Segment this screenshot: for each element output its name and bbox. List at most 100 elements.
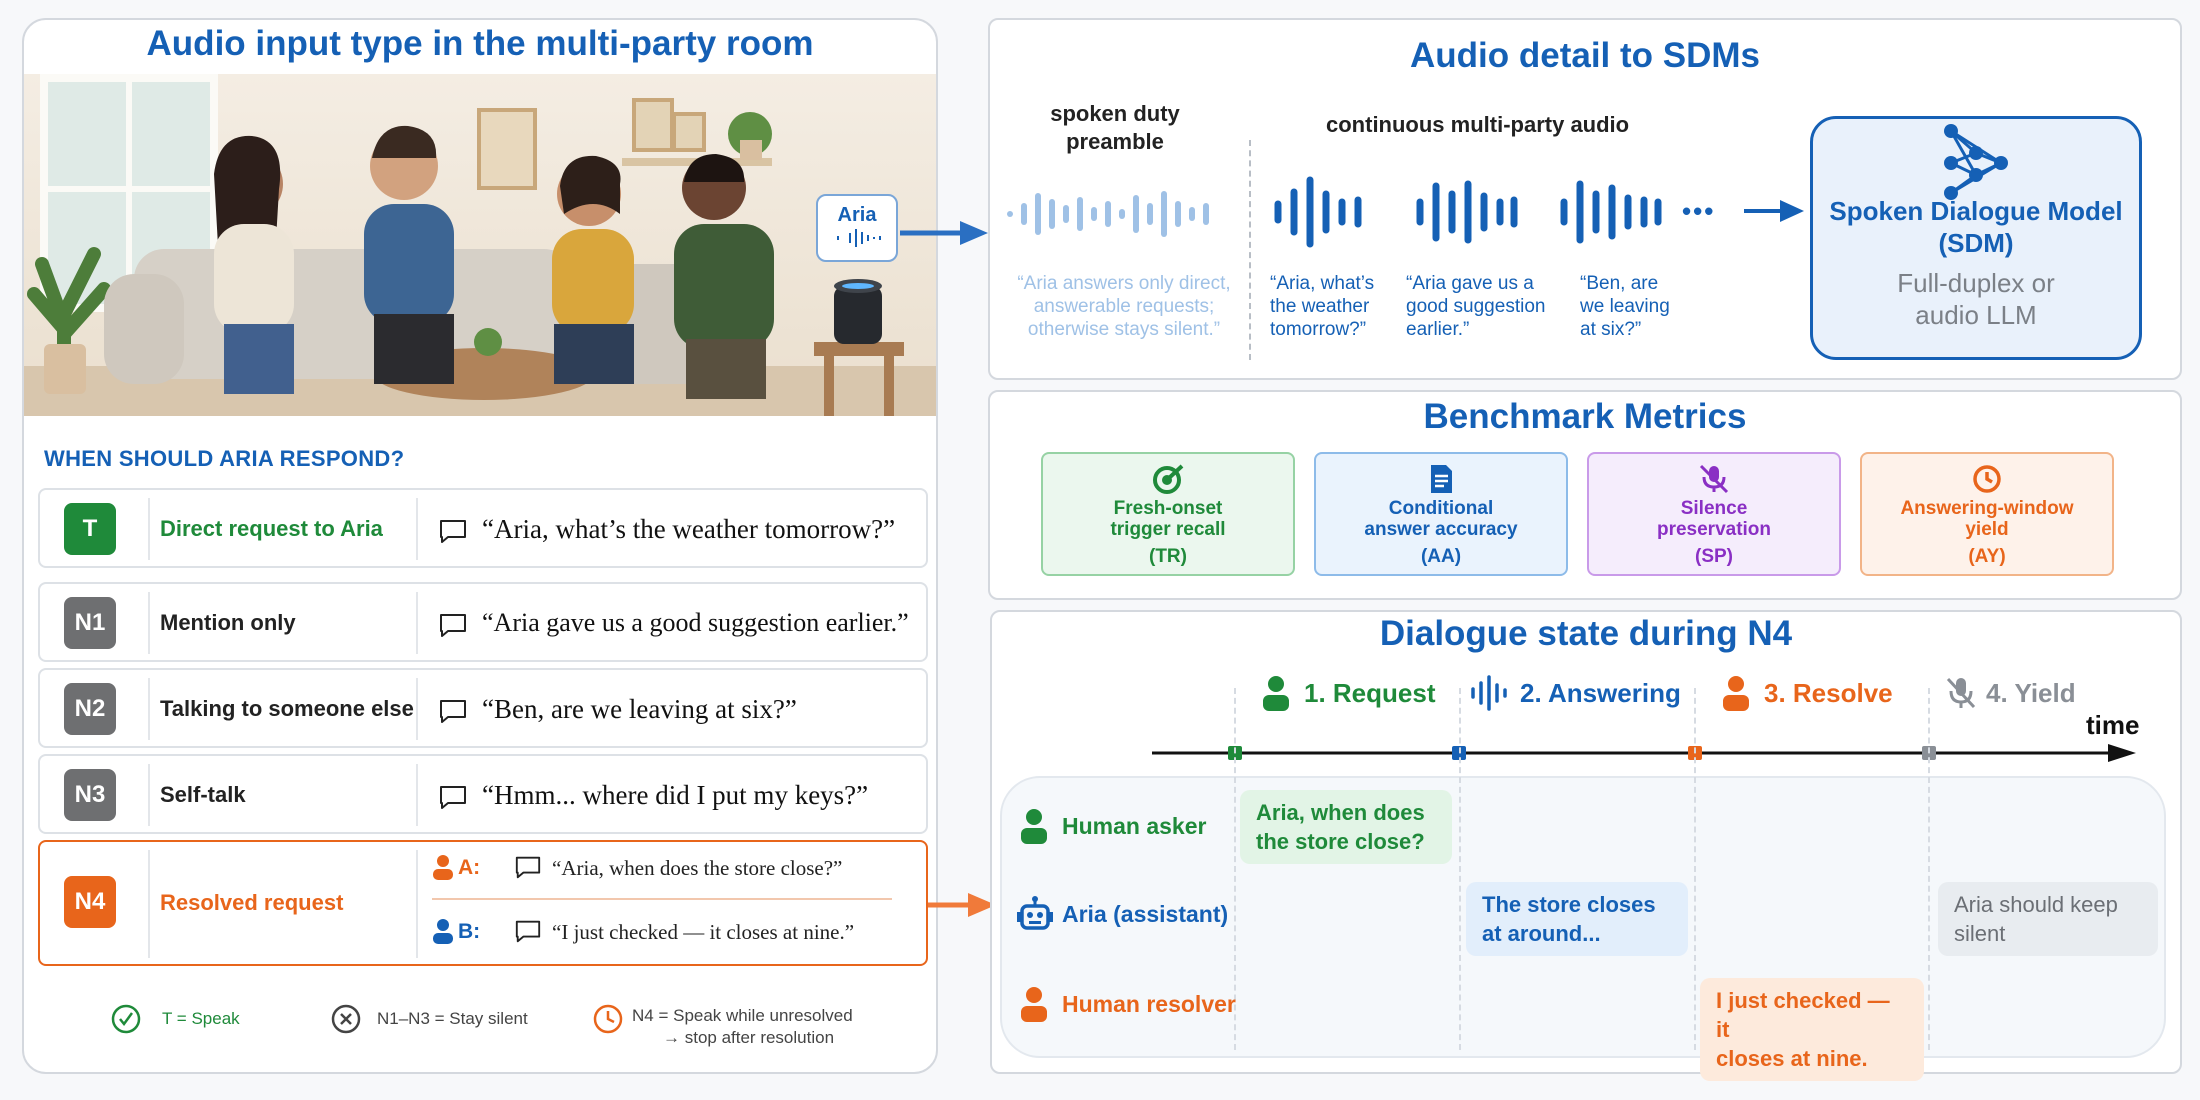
n4-divider xyxy=(432,898,892,900)
aria-speech-bubble: Aria xyxy=(816,194,898,262)
utterance-2-text: “Aria gave us a good suggestion earlier.… xyxy=(1406,272,1545,341)
row-mention-only: N1 Mention only “Aria gave us a good sug… xyxy=(38,582,928,662)
row-label: Mention only xyxy=(160,610,296,635)
person-icon xyxy=(1021,987,1047,1022)
utterance-3-waveform-icon xyxy=(1560,180,1662,244)
stage-divider xyxy=(1234,688,1236,1050)
speaker-b-label: B: xyxy=(458,920,481,943)
row-quote: “Aria, what’s the weather tomorrow?” xyxy=(482,513,896,544)
sdm-subtitle-line1: Full-duplex or xyxy=(1897,268,2055,298)
check-circle-icon xyxy=(111,1004,141,1034)
continuous-label: continuous multi-party audio xyxy=(1326,112,1630,137)
to-sdm-arrow xyxy=(1744,200,1804,222)
metric-line1: Silence xyxy=(1680,498,1748,519)
to-dialogue-state-arrow xyxy=(928,893,996,917)
clock-icon xyxy=(1973,465,2001,493)
stage-label: 1. Request xyxy=(1304,677,1436,708)
utterance-1-text: “Aria, what’s the weather tomorrow?” xyxy=(1270,272,1374,341)
sdm-title-line1: Spoken Dialogue Model xyxy=(1829,196,2123,226)
utterance-line: earlier.” xyxy=(1406,319,1470,340)
role-aria-assistant: Aria (assistant) xyxy=(1016,896,1228,932)
metric-abbr: (AY) xyxy=(1968,546,2006,567)
utterance-line: we leaving xyxy=(1580,296,1670,317)
row-self-talk: N3 Self-talk “Hmm... where did I put my … xyxy=(38,754,928,834)
stage-yield: 4. Yield xyxy=(1944,668,2076,718)
row-quote: “Hmm... where did I put my keys?” xyxy=(482,779,869,810)
sdm-subtitle-line2: audio LLM xyxy=(1915,300,2037,330)
stage-request: 1. Request xyxy=(1262,668,1436,718)
person-b-icon xyxy=(433,919,453,944)
divider xyxy=(148,850,150,958)
metric-silence-preservation: Silence preservation (SP) xyxy=(1587,452,1841,576)
legend-speak: T = Speak xyxy=(162,1009,240,1028)
preamble-line: answerable requests; xyxy=(1033,296,1215,317)
resolver-utterance: I just checked — it closes at nine. xyxy=(1700,978,1924,1081)
divider xyxy=(148,592,150,654)
utterance-line: “Ben, are xyxy=(1580,273,1659,294)
metrics-title: Benchmark Metrics xyxy=(1423,397,1747,436)
sdm-title-line2: (SDM) xyxy=(1938,228,2014,258)
document-icon xyxy=(1431,465,1452,493)
metric-line2: yield xyxy=(1965,519,2009,540)
muted-mic-icon xyxy=(1946,677,1976,709)
speech-bubble-icon xyxy=(440,786,466,809)
metric-line1: Answering-window xyxy=(1900,498,2074,519)
preamble-label-line2: preamble xyxy=(1066,129,1164,154)
divider xyxy=(416,498,418,560)
metric-line2: preservation xyxy=(1656,519,1772,540)
speech-bubble-icon xyxy=(440,614,466,637)
row-resolved-request: N4 Resolved request A: “Aria, when does … xyxy=(38,840,928,966)
aria-waveform-icon xyxy=(837,229,881,247)
role-label: Aria (assistant) xyxy=(1062,900,1229,927)
stage-answering: 2. Answering xyxy=(1470,668,1681,718)
utterance-line: “Aria, what’s xyxy=(1270,273,1375,294)
utterance-line: closes at nine. xyxy=(1716,1046,1868,1071)
speaker-a-label: A: xyxy=(458,856,481,879)
row-talking-to-someone-else: N2 Talking to someone else “Ben, are we … xyxy=(38,668,928,748)
dialogue-title: Dialogue state during N4 xyxy=(1379,614,1793,653)
utterance-line: silent xyxy=(1954,921,2006,946)
metric-answer-accuracy: Conditional answer accuracy (AA) xyxy=(1314,452,1568,576)
keep-silent-note: Aria should keep silent xyxy=(1938,882,2158,956)
role-label: Human asker xyxy=(1062,812,1207,839)
sdm-box: Spoken Dialogue Model (SDM) Full-duplex … xyxy=(1810,116,2142,360)
role-human-asker: Human asker xyxy=(1020,808,1206,844)
clock-icon xyxy=(593,1004,623,1034)
row-label: Self-talk xyxy=(160,782,246,807)
divider xyxy=(148,498,150,560)
left-panel-title: Audio input type in the multi-party room xyxy=(146,24,814,63)
preamble-waveform-icon xyxy=(1007,191,1209,237)
utterance-line: “Aria gave us a xyxy=(1406,273,1534,294)
stage-label: 2. Answering xyxy=(1520,677,1681,708)
robot-icon xyxy=(1017,896,1053,930)
stage-divider xyxy=(1694,688,1696,1050)
role-label: Human resolver xyxy=(1062,990,1236,1017)
row-label: Talking to someone else xyxy=(160,696,414,721)
divider xyxy=(416,764,418,826)
stage-label: 4. Yield xyxy=(1986,677,2076,708)
timeline-axis xyxy=(1152,744,2136,762)
speech-bubble-icon xyxy=(515,856,541,879)
speech-bubble-icon xyxy=(515,920,541,943)
legend-n4-line1: N4 = Speak while unresolved xyxy=(632,1006,853,1025)
utterance-line: at six?” xyxy=(1580,319,1642,340)
badge-n2: N2 xyxy=(64,683,116,735)
preamble-line: “Aria answers only direct, xyxy=(1017,273,1231,294)
utterance-line: at around... xyxy=(1482,921,1601,946)
person-icon xyxy=(1021,809,1047,844)
utterance-line: the store close? xyxy=(1256,829,1425,854)
badge-n3: N3 xyxy=(64,769,116,821)
preamble-label-line1: spoken duty xyxy=(1050,101,1180,126)
target-icon xyxy=(1153,464,1184,494)
role-human-resolver: Human resolver xyxy=(1020,986,1236,1022)
stage-label: 3. Resolve xyxy=(1764,677,1893,708)
row-quote: “Aria gave us a good suggestion earlier.… xyxy=(482,608,909,637)
row-label: Resolved request xyxy=(160,890,344,915)
legend-n4-line2: → stop after resolution xyxy=(663,1028,835,1047)
metric-line1: Conditional xyxy=(1388,498,1494,519)
utterance-1-waveform-icon xyxy=(1274,176,1362,248)
continuation-ellipsis: ••• xyxy=(1682,196,1716,226)
person-a-icon xyxy=(433,855,453,880)
metric-line2: trigger recall xyxy=(1110,519,1226,540)
person-icon xyxy=(1263,676,1289,711)
